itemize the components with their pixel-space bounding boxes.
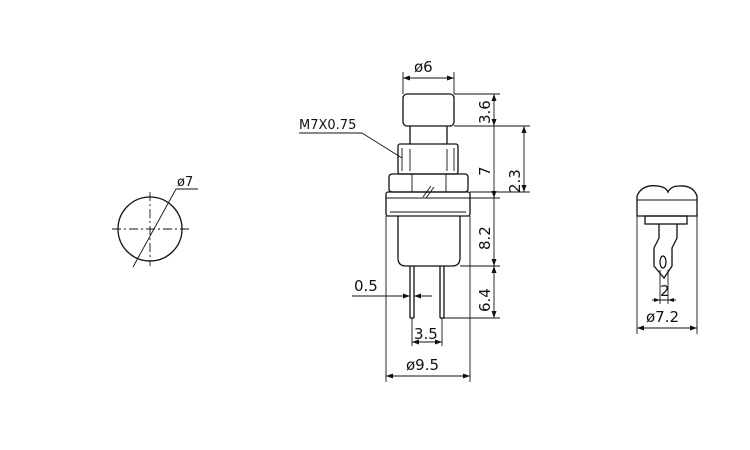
pin-spacing-dimension: 3.5 bbox=[411, 318, 443, 346]
cap-diameter-label: ø6 bbox=[414, 58, 433, 76]
cap-diameter-dimension: ø6 bbox=[402, 58, 455, 94]
body-diameter-dimension: ø9.5 bbox=[385, 216, 471, 382]
cap-height-label: 3.6 bbox=[476, 100, 494, 124]
side-terminal bbox=[653, 224, 678, 280]
panel-hole-diameter-leader bbox=[132, 188, 177, 268]
thread-callout: M7X0.75 bbox=[299, 118, 403, 159]
pin-thickness-label: 0.5 bbox=[354, 277, 378, 295]
nut-height-label: 2.3 bbox=[506, 169, 524, 193]
pin-spacing-label: 3.5 bbox=[414, 325, 438, 343]
pin-length-label: 6.4 bbox=[476, 288, 494, 312]
body-diameter-label: ø9.5 bbox=[406, 356, 439, 374]
terminal-hole bbox=[659, 255, 667, 269]
button-cap bbox=[402, 93, 455, 127]
collar-height-label: 7 bbox=[476, 166, 494, 176]
right-vertical-dimensions: 3.6 7 2.3 8.2 6.4 bbox=[444, 93, 530, 319]
thread-label: M7X0.75 bbox=[299, 118, 356, 133]
mount-flange bbox=[385, 191, 471, 217]
switch-body bbox=[397, 216, 461, 267]
switch-front-view bbox=[385, 93, 471, 319]
threaded-collar bbox=[397, 143, 459, 175]
panel-hole-view: ø7 bbox=[112, 175, 198, 268]
side-body-outline bbox=[636, 185, 698, 217]
body-height-label: 8.2 bbox=[476, 226, 494, 250]
side-flange bbox=[644, 215, 688, 225]
pin-thickness-dimension: 0.5 bbox=[352, 277, 432, 299]
switch-side-view: 2 ø7.2 bbox=[636, 185, 698, 334]
terminal-width-label: 2 bbox=[660, 282, 670, 300]
side-diameter-label: ø7.2 bbox=[646, 308, 679, 326]
panel-hole-diameter-label: ø7 bbox=[177, 175, 193, 190]
